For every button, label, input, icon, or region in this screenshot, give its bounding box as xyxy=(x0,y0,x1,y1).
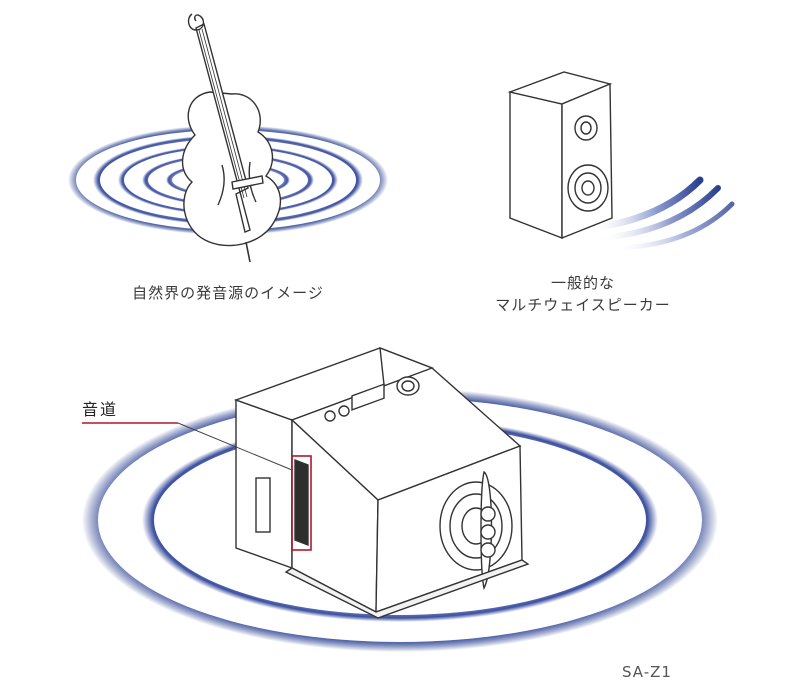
general-speaker-caption-line1: 一般的な xyxy=(478,272,688,294)
sound-path-label: 音道 xyxy=(82,399,118,421)
model-name: SA-Z1 xyxy=(622,661,672,683)
general-speaker-caption: 一般的な マルチウェイスピーカー xyxy=(478,272,688,316)
general-speaker-icon xyxy=(510,72,612,238)
natural-source-caption: 自然界の発音源のイメージ xyxy=(108,282,348,304)
double-bass-icon xyxy=(183,14,281,262)
general-speaker-caption-line2: マルチウェイスピーカー xyxy=(478,294,688,316)
